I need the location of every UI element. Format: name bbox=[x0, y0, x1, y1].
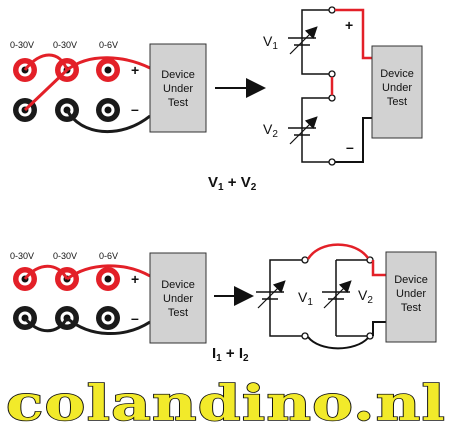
svg-text:Test: Test bbox=[168, 97, 188, 109]
terminal-label: 0-30V bbox=[53, 251, 77, 261]
black-wire bbox=[372, 321, 386, 336]
red-wire bbox=[23, 68, 69, 112]
svg-text:Test: Test bbox=[401, 302, 421, 314]
variable-source-v2 bbox=[322, 280, 352, 309]
series-black-terminals bbox=[13, 98, 120, 122]
svg-text:Test: Test bbox=[168, 307, 188, 319]
terminal-node bbox=[301, 256, 309, 264]
variable-source-v1 bbox=[288, 26, 318, 55]
series-schematic: V1 V2 + – Device Under Test bbox=[263, 6, 423, 166]
series-dut-box: Device Under Test bbox=[149, 43, 207, 133]
black-jumper-wire bbox=[307, 336, 369, 350]
parallel-equation: I1 + I2 bbox=[212, 345, 249, 364]
series-terminal-labels: 0-30V 0-30V 0-6V bbox=[10, 40, 118, 50]
terminal-node bbox=[301, 332, 309, 340]
terminal-label: 0-6V bbox=[99, 40, 118, 50]
red-terminal bbox=[96, 267, 120, 291]
svg-text:Under: Under bbox=[163, 83, 193, 95]
v1-label: V1 bbox=[298, 289, 313, 308]
plus-sign: + bbox=[345, 17, 353, 33]
watermark-logo: colandino.nl bbox=[6, 374, 446, 430]
terminal-label: 0-30V bbox=[10, 40, 34, 50]
black-terminal bbox=[96, 306, 120, 330]
variable-source-v2 bbox=[288, 116, 318, 145]
red-wire bbox=[66, 56, 151, 72]
red-wire bbox=[66, 264, 151, 281]
variable-source-v1 bbox=[256, 280, 286, 309]
plus-sign: + bbox=[131, 271, 139, 287]
parallel-schematic: V1 V2 Device Under Test bbox=[256, 243, 437, 350]
svg-text:Device: Device bbox=[161, 69, 195, 81]
terminal-label: 0-30V bbox=[10, 251, 34, 261]
black-wire bbox=[66, 316, 151, 335]
minus-sign: – bbox=[131, 101, 139, 117]
black-terminal bbox=[96, 98, 120, 122]
minus-sign: – bbox=[346, 139, 354, 155]
series-equation: V1 + V2 bbox=[208, 174, 257, 193]
svg-text:Device: Device bbox=[380, 68, 414, 80]
minus-sign: – bbox=[131, 310, 139, 326]
plus-sign: + bbox=[131, 62, 139, 78]
terminal-label: 0-6V bbox=[99, 251, 118, 261]
svg-text:Device: Device bbox=[394, 274, 428, 286]
svg-text:Under: Under bbox=[382, 82, 412, 94]
svg-text:Test: Test bbox=[387, 96, 407, 108]
parallel-terminal-labels: 0-30V 0-30V 0-6V bbox=[10, 251, 118, 261]
black-wire bbox=[65, 109, 151, 134]
terminal-node bbox=[328, 6, 336, 14]
svg-text:Under: Under bbox=[163, 293, 193, 305]
red-jumper-wire bbox=[306, 243, 370, 260]
parallel-diagram: 0-30V 0-30V 0-6V + bbox=[10, 243, 437, 364]
v2-label: V2 bbox=[358, 287, 373, 306]
parallel-schematic-dut: Device Under Test bbox=[385, 251, 437, 343]
red-wire bbox=[23, 53, 69, 71]
series-diagram: 0-30V 0-30V 0-6V bbox=[10, 6, 423, 193]
red-wire bbox=[335, 8, 372, 60]
black-wire bbox=[23, 317, 69, 333]
v1-label: V1 bbox=[263, 33, 278, 52]
svg-text:Under: Under bbox=[396, 288, 426, 300]
red-wire bbox=[371, 260, 386, 277]
terminal-node bbox=[328, 70, 336, 78]
series-schematic-dut: Device Under Test bbox=[371, 45, 423, 139]
v2-label: V2 bbox=[263, 121, 278, 140]
parallel-dut-box: Device Under Test bbox=[149, 252, 207, 344]
terminal-node bbox=[328, 94, 336, 102]
terminal-node bbox=[328, 158, 336, 166]
svg-text:Device: Device bbox=[161, 279, 195, 291]
red-wire bbox=[23, 264, 69, 280]
terminal-label: 0-30V bbox=[53, 40, 77, 50]
black-wire bbox=[335, 117, 372, 163]
red-terminal bbox=[96, 58, 120, 82]
